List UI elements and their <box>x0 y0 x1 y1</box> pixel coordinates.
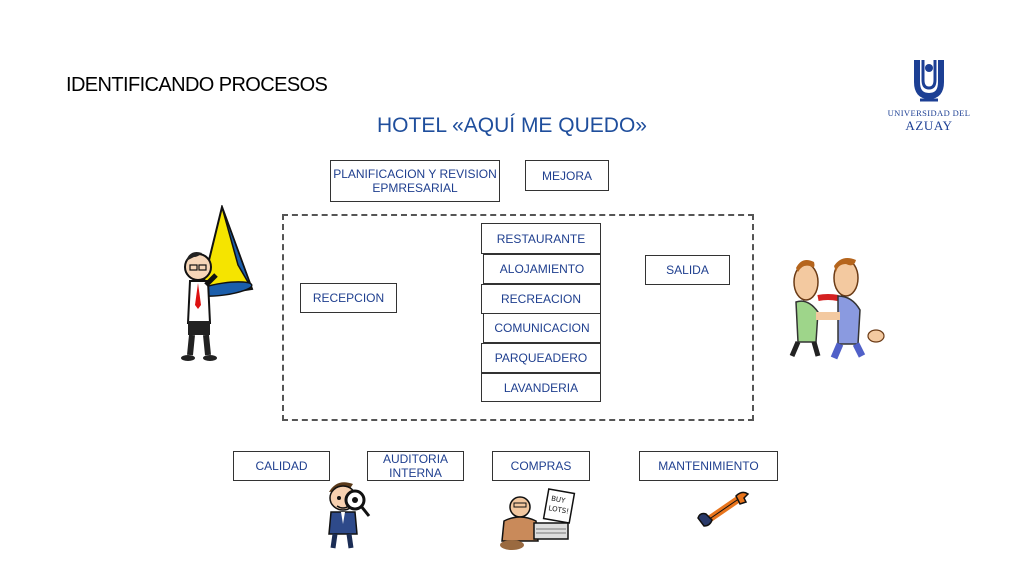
process-auditoria: AUDITORIA INTERNA <box>367 451 464 481</box>
svg-text:BUY: BUY <box>550 495 566 505</box>
handshake-men-icon <box>789 258 885 360</box>
process-mejora: MEJORA <box>525 160 609 191</box>
shopper-typing-icon: BUY LOTS! <box>500 488 576 550</box>
university-logo: UNIVERSIDAD DEL AZUAY <box>886 52 972 136</box>
process-compras: COMPRAS <box>492 451 590 481</box>
process-alojamiento: ALOJAMIENTO <box>483 254 601 284</box>
process-lavanderia: LAVANDERIA <box>481 373 601 402</box>
process-recepcion: RECEPCION <box>300 283 397 313</box>
logo-text-line2: AZUAY <box>905 118 953 133</box>
wrench-icon <box>697 491 750 527</box>
process-calidad: CALIDAD <box>233 451 330 481</box>
process-salida: SALIDA <box>645 255 730 285</box>
process-planificacion: PLANIFICACION Y REVISION EPMRESARIAL <box>330 160 500 202</box>
logo-text-line1: UNIVERSIDAD DEL <box>887 108 971 118</box>
man-with-megaphone-icon <box>181 205 254 361</box>
operations-area <box>282 214 754 421</box>
slide-heading: IDENTIFICANDO PROCESOS <box>66 74 328 96</box>
process-comunicacion: COMUNICACION <box>483 313 601 343</box>
process-mantenimiento: MANTENIMIENTO <box>639 451 778 481</box>
svg-text:LOTS!: LOTS! <box>548 504 570 515</box>
slide-subtitle: HOTEL «AQUÍ ME QUEDO» <box>377 114 647 137</box>
process-parqueadero: PARQUEADERO <box>481 343 601 373</box>
university-crest-icon <box>914 60 944 102</box>
process-recreacion: RECREACION <box>481 284 601 314</box>
inspector-magnifying-glass-icon <box>328 482 371 549</box>
process-restaurante: RESTAURANTE <box>481 223 601 254</box>
